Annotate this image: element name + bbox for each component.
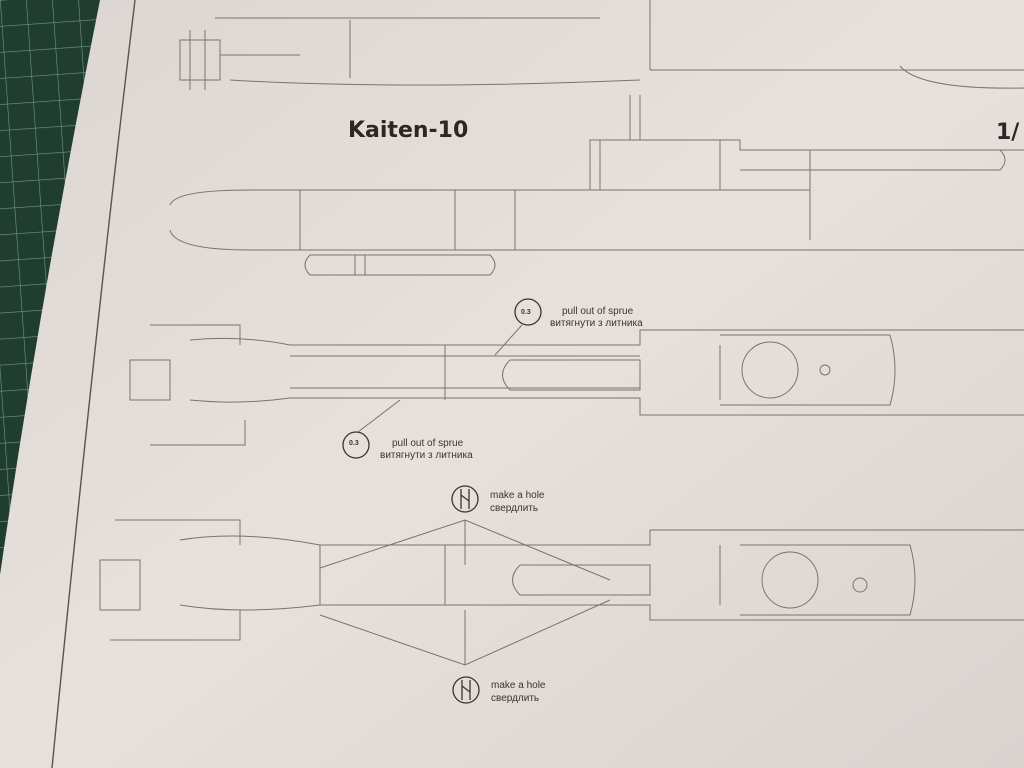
leader-lines: [357, 324, 523, 433]
printed-border: [51, 0, 136, 768]
scale-label-partial: 1/: [996, 120, 1020, 145]
drawing-top-view-1: [129, 324, 1024, 446]
callout-ua: витягнути з литника: [550, 318, 643, 329]
drill-icon: [452, 676, 480, 704]
drill-icon: [451, 485, 479, 513]
callout-ua: свердлить: [491, 693, 540, 704]
callout-badge: 0.3: [349, 440, 359, 447]
callout-badge: 0.3: [521, 309, 531, 316]
drawing-top-view-2: [99, 519, 1024, 666]
callout-en: make a hole: [490, 490, 545, 501]
callout-en: make a hole: [491, 680, 546, 691]
drawing-top-partial: [179, 0, 1024, 90]
sprue-icon: [514, 298, 542, 326]
callout-ua: свердлить: [490, 503, 539, 514]
model-title: Kaiten-10: [348, 118, 469, 143]
callout-en: pull out of sprue: [392, 438, 464, 449]
sprue-icon: [342, 431, 370, 459]
callout-ua: витягнути з литника: [380, 450, 473, 461]
callout-en: pull out of sprue: [562, 306, 634, 317]
drawing-side-view: [169, 95, 1024, 276]
